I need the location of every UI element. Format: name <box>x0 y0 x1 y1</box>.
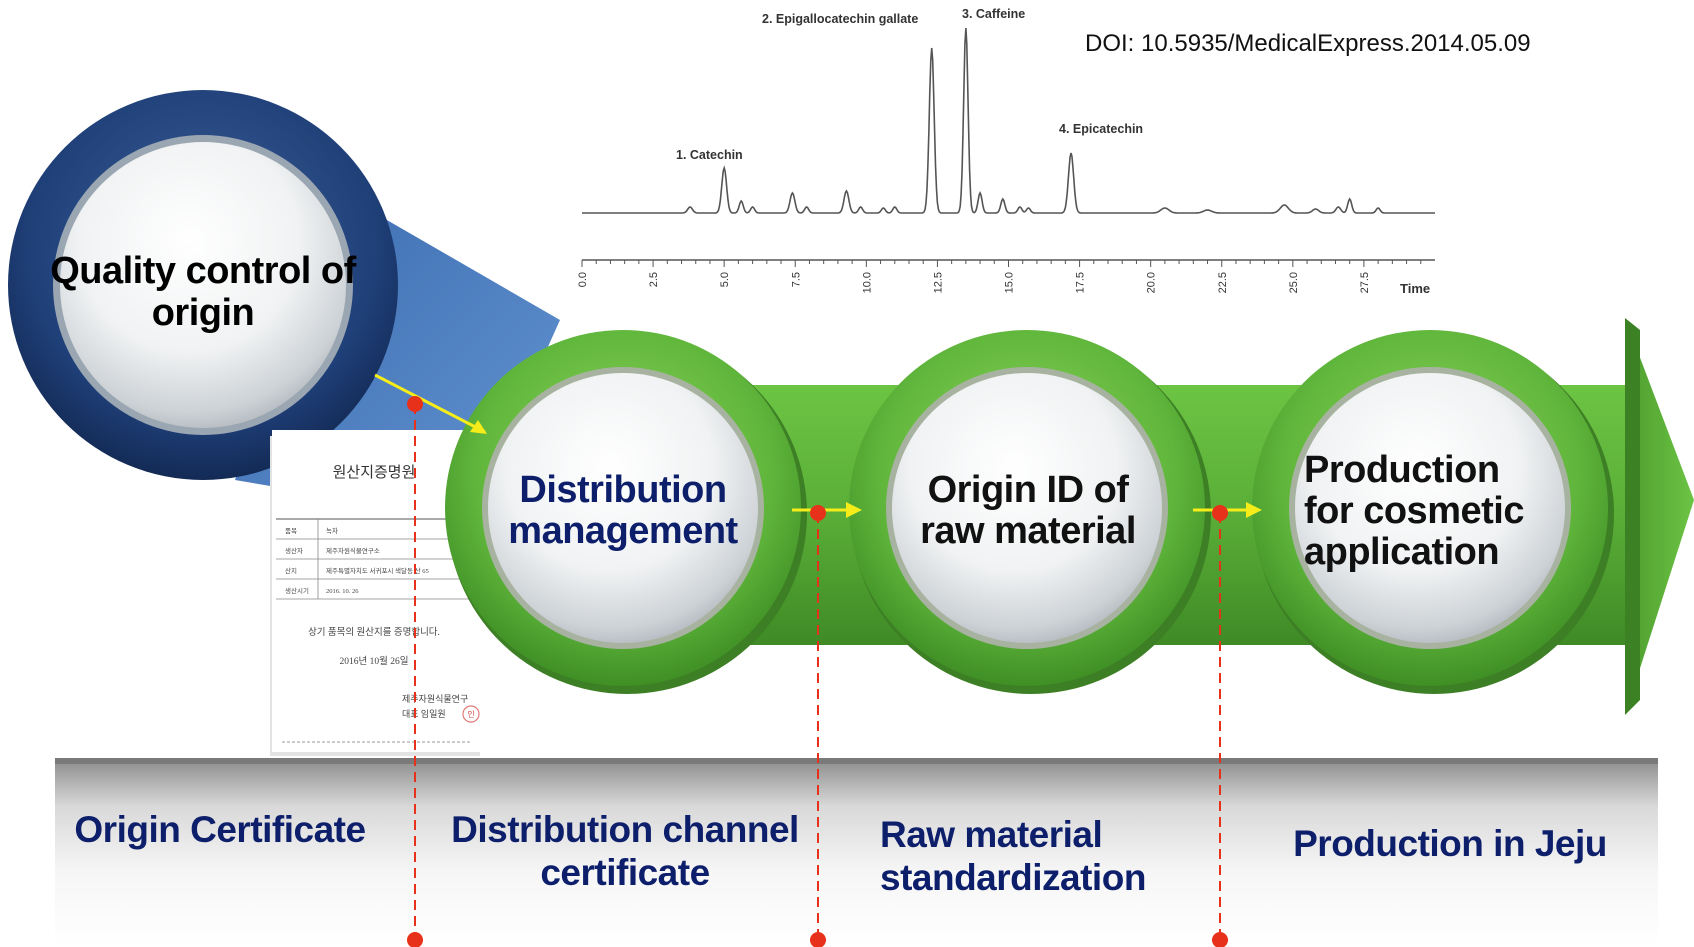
red-dot-1-top <box>407 396 423 412</box>
certificate-row-value: 제주특별자치도 서귀포시 색달동 산 65 <box>326 566 429 575</box>
flow-step-2-label: Origin ID of raw material <box>920 469 1136 552</box>
chromatogram-tick-label: 12.5 <box>932 272 944 293</box>
flow-arrow-head-shade <box>1625 318 1640 715</box>
yellow-arrow-1 <box>374 373 486 434</box>
flow-circles <box>445 330 1614 694</box>
chromatogram-tick-label: 15.0 <box>1004 272 1016 293</box>
chromatogram-peak-label: 2. Epigallocatechin gallate <box>762 12 918 26</box>
certificate-row-key: 산지 <box>285 566 297 575</box>
certificate-row-key: 생산시기 <box>285 586 309 595</box>
yellow-arrow-2-head <box>846 502 862 518</box>
chromatogram-tick-label: 2.5 <box>648 272 660 287</box>
chromatogram-tick-label: 0.0 <box>577 272 589 287</box>
chromatogram-tick-label: 17.5 <box>1075 272 1087 293</box>
chromatogram-trace <box>582 27 1435 214</box>
certificate-title: 원산지증명원 <box>333 464 416 481</box>
flow-circle-inner <box>488 373 758 643</box>
certificate-seal-text: 인 <box>467 709 474 719</box>
red-dot-3-top <box>1212 505 1228 521</box>
certificate-row-key: 품목 <box>285 527 297 535</box>
certificate-representative: 대표 임일원 <box>402 708 446 719</box>
chromatogram-tick-label: 27.5 <box>1359 272 1371 293</box>
bottom-label-origin-certificate: Origin Certificate <box>74 809 366 850</box>
certificate-statement: 상기 품목의 원산지를 증명합니다. <box>308 627 440 638</box>
chromatogram-tick-label: 5.0 <box>719 272 731 287</box>
flow-circle-inner <box>1295 373 1565 643</box>
flow-step-3-label: Production for cosmetic application <box>1304 449 1524 573</box>
chromatogram: 0.0 2.5 5.0 7.5 10.0 12.5 15.0 17.5 20.0 22.5 25.0… <box>577 7 1435 296</box>
bottom-label-production-jeju: Production in Jeju <box>1293 823 1607 864</box>
red-dot-2-top <box>810 505 826 521</box>
chromatogram-axis-label: Time <box>1400 281 1430 296</box>
flow-arrow-head <box>1625 318 1694 715</box>
top-circle <box>8 90 398 480</box>
certificate-row-value: 2016. 10. 26 <box>326 588 359 595</box>
certificate-seal <box>462 705 480 723</box>
flow-step-1-label: Distribution management <box>508 469 738 552</box>
flow-circle-inner <box>892 373 1162 643</box>
certificate-row-key: 생산자 <box>285 546 303 555</box>
chromatogram-tick-label: 7.5 <box>790 272 802 287</box>
bottom-label-raw-material: Raw material standardization <box>880 814 1146 898</box>
top-circle-label: Quality control of origin <box>50 250 356 334</box>
certificate-organization: 제주자원식물연구 <box>402 694 468 704</box>
bottom-panel <box>55 760 1658 947</box>
chromatogram-peak-label: 1. Catechin <box>676 148 743 162</box>
chromatogram-peak-label: 3. Caffeine <box>962 7 1025 21</box>
chromatogram-tick-label: 20.0 <box>1146 272 1158 293</box>
yellow-arrow-3-head <box>1246 502 1262 518</box>
chromatogram-tick-label: 22.5 <box>1217 272 1229 293</box>
bottom-label-distribution-channel: Distribution channel certificate <box>451 809 799 893</box>
certificate-row-value: 제주자원식물연구소 <box>326 546 380 555</box>
certificate-row-value: 녹차 <box>326 526 338 535</box>
yellow-arrow-1-head <box>470 420 487 434</box>
certificate-date: 2016년 10월 26일 <box>340 655 409 667</box>
certificate-page <box>272 430 480 752</box>
chromatogram-tick-label: 10.0 <box>861 272 873 293</box>
doi-text: DOI: 10.5935/MedicalExpress.2014.05.09 <box>1085 30 1531 57</box>
chromatogram-tick-label: 25.0 <box>1288 272 1300 293</box>
bottom-panel-top-edge <box>55 758 1658 764</box>
red-dashed-connectors <box>407 396 1228 947</box>
red-dot-2-bottom <box>810 932 826 947</box>
red-dot-1-bottom <box>407 932 423 947</box>
red-dot-3-bottom <box>1212 932 1228 947</box>
chromatogram-peak-label: 4. Epicatechin <box>1059 122 1143 136</box>
